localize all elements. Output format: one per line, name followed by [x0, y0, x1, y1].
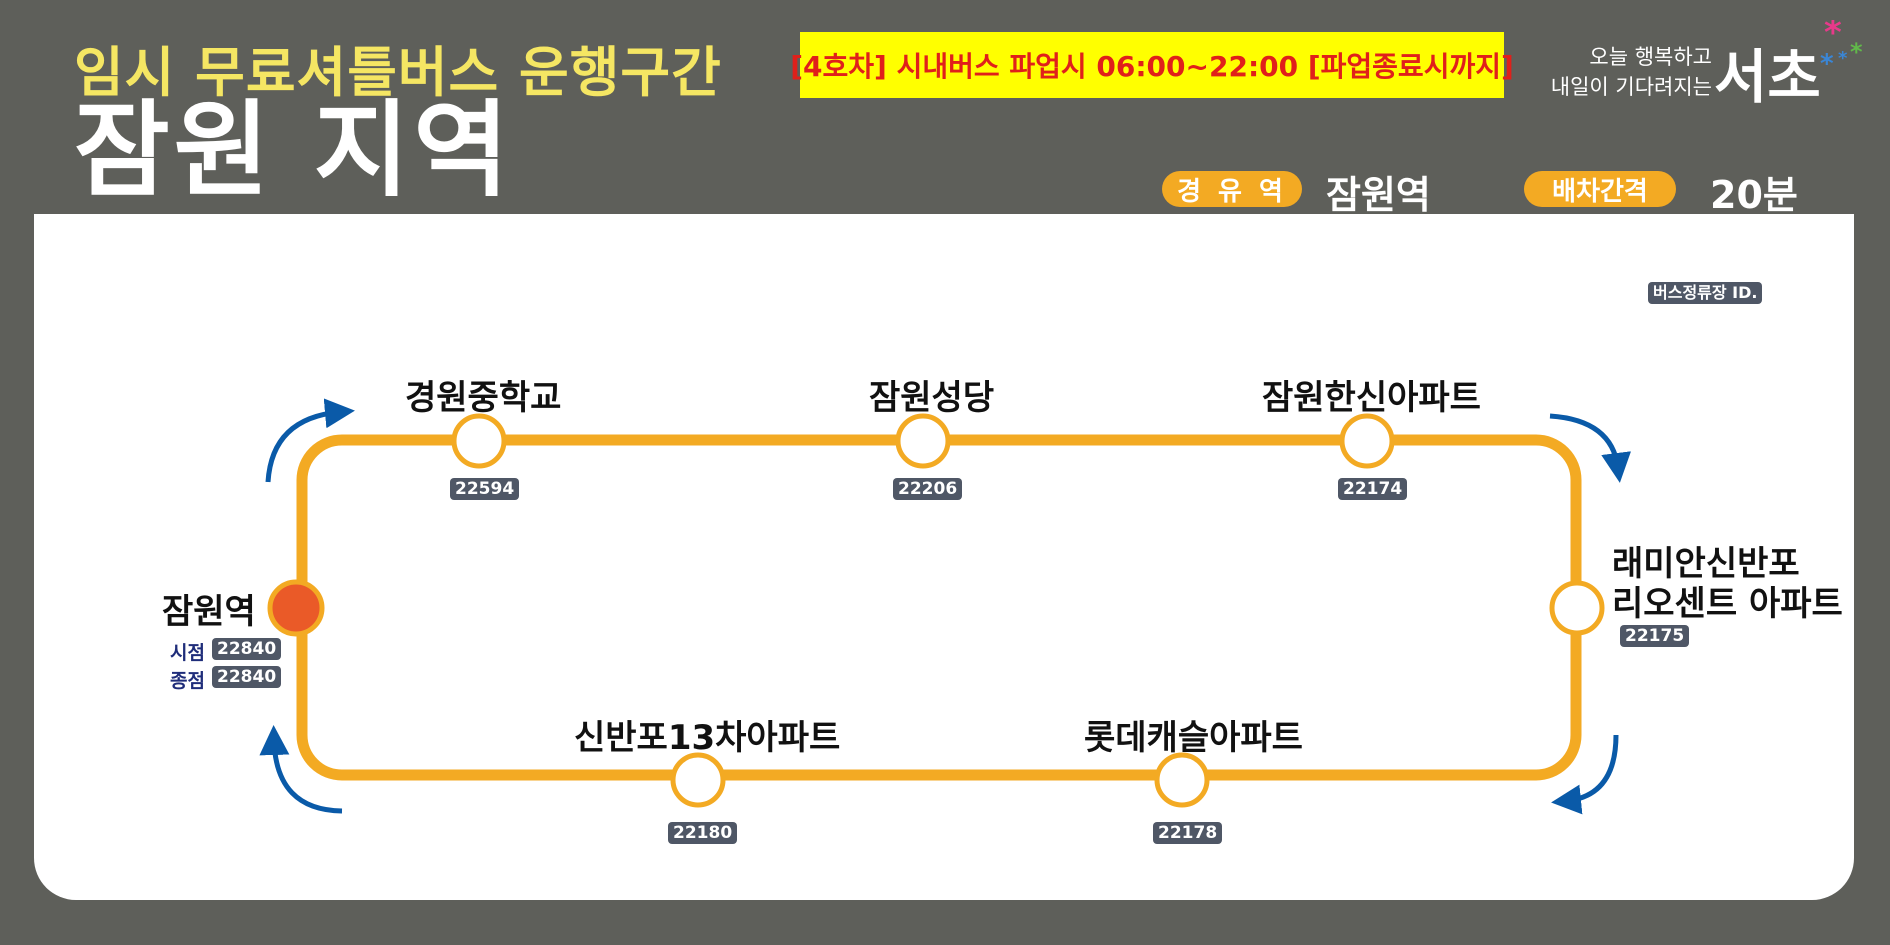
- stop-id: 22175: [1620, 625, 1690, 647]
- stop-id-legend: 버스정류장 ID.: [1648, 282, 1763, 304]
- stop-id: 22180: [668, 822, 738, 844]
- slogan-line-2: 내일이 기다려지는: [1550, 75, 1712, 99]
- stop-marker-raemian: [1549, 580, 1605, 636]
- direction-arrow-top-left-icon: [265, 398, 355, 483]
- direction-arrow-bottom-right-icon: [1551, 734, 1619, 815]
- stop-name: 신반포13차아파트: [574, 718, 841, 758]
- stop-name: 경원중학교: [405, 378, 562, 418]
- page-title: 잠원 지역: [74, 89, 513, 211]
- stop-name-line-2: 리오센트 아파트: [1612, 584, 1843, 624]
- stop-marker-banpo13: [670, 752, 726, 808]
- stop-name: 롯데캐슬아파트: [1084, 718, 1303, 758]
- stop-id: 22594: [450, 478, 520, 500]
- endpoint-name: 잠원역: [162, 592, 256, 632]
- slogan-line-1: 오늘 행복하고: [1589, 45, 1712, 69]
- route-map-panel: [34, 214, 1854, 900]
- svg-text:*: *: [1838, 48, 1848, 69]
- stop-marker-jamwon-hanshin: [1339, 413, 1395, 469]
- stop-id: 22206: [893, 478, 963, 500]
- stop-id: 22178: [1153, 822, 1223, 844]
- logo-stars-icon: * * * *: [1820, 20, 1863, 79]
- stop-marker-jamwon-cathedral: [895, 413, 951, 469]
- via-station-label: 경 유 역: [1162, 171, 1302, 207]
- stop-id: 22174: [1338, 478, 1408, 500]
- interval-value: 20분: [1710, 173, 1798, 217]
- svg-text:*: *: [1850, 38, 1863, 66]
- service-subtitle: 임시 무료셔틀버스 운행구간: [74, 41, 722, 104]
- seocho-logo-text: 서초: [1714, 43, 1821, 111]
- start-stop-id: 22840: [212, 638, 282, 660]
- end-stop-id: 22840: [212, 666, 282, 688]
- endpoint-marker: [267, 579, 325, 637]
- direction-arrow-top-right-icon: [1549, 413, 1632, 483]
- svg-text:*: *: [1820, 49, 1834, 79]
- stop-marker-lotte-castle: [1154, 752, 1210, 808]
- stop-name: 잠원성당: [869, 378, 995, 418]
- start-point-label: 시점: [170, 642, 205, 664]
- operation-notice: [4호차] 시내버스 파업시 06:00~22:00 [파업종료시까지]: [790, 32, 1514, 98]
- stop-marker-gyeongwon-ms: [451, 413, 507, 469]
- slogan: 오늘 행복하고 내일이 기다려지는: [1522, 42, 1712, 102]
- via-station-value: 잠원역: [1326, 173, 1431, 217]
- direction-arrow-bottom-left-icon: [259, 725, 343, 814]
- interval-label: 배차간격: [1524, 171, 1676, 207]
- stop-name: 잠원한신아파트: [1262, 378, 1481, 418]
- stop-name: 래미안신반포 리오센트 아파트: [1612, 544, 1843, 624]
- svg-text:*: *: [1824, 20, 1842, 53]
- stop-name-line-1: 래미안신반포: [1612, 544, 1800, 584]
- end-point-label: 종점: [170, 670, 205, 692]
